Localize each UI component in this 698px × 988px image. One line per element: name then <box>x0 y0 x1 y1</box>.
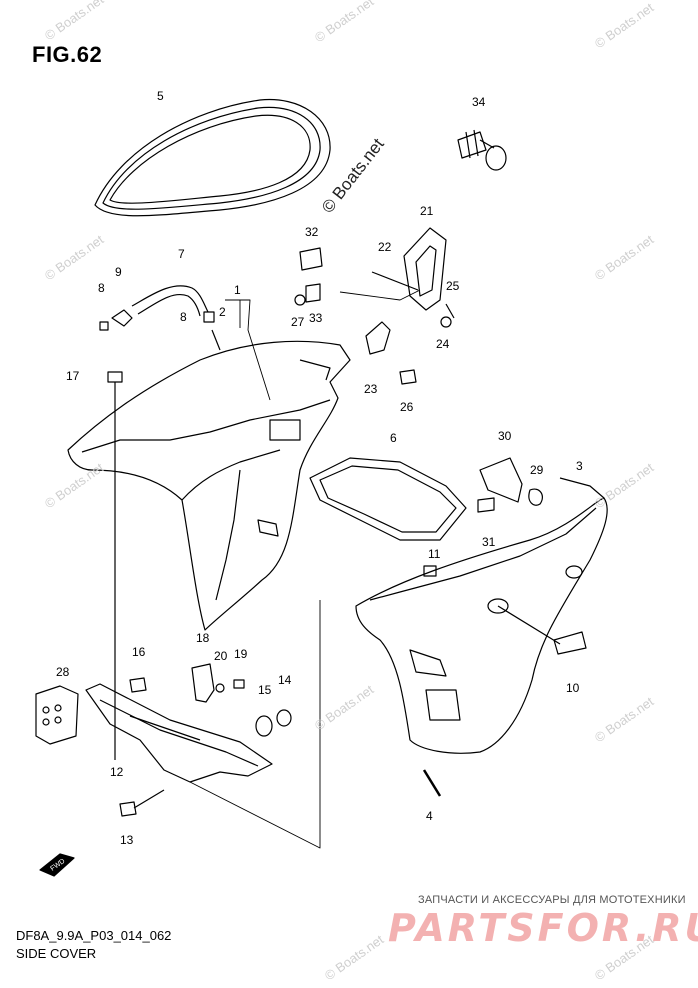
shop-logo: PARTSFOR.RU <box>388 906 698 950</box>
part-29 <box>528 488 543 506</box>
svg-text:33: 33 <box>309 311 323 325</box>
svg-text:15: 15 <box>258 683 272 697</box>
figure-title: FIG.62 <box>32 42 103 67</box>
svg-text:19: 19 <box>234 647 248 661</box>
svg-text:10: 10 <box>566 681 580 695</box>
part-10 <box>553 631 587 655</box>
part-19 <box>233 679 245 689</box>
part-26 <box>399 369 417 385</box>
part-30 <box>479 457 523 503</box>
svg-text:20: 20 <box>214 649 228 663</box>
part-pad-28 <box>35 685 79 745</box>
part-24 <box>440 316 452 328</box>
svg-text:4: 4 <box>426 809 433 823</box>
part-upper-side-cover <box>67 340 351 631</box>
svg-text:29: 29 <box>530 463 544 477</box>
svg-text:6: 6 <box>390 431 397 445</box>
shop-slogan: ЗАПЧАСТИ И АКСЕССУАРЫ ДЛЯ МОТОТЕХНИКИ <box>418 894 686 906</box>
svg-text:25: 25 <box>446 279 460 293</box>
svg-text:34: 34 <box>472 95 486 109</box>
leader-assembly <box>189 600 321 849</box>
fwd-arrow-icon <box>39 853 75 877</box>
svg-text:9: 9 <box>115 265 122 279</box>
svg-text:13: 13 <box>120 833 134 847</box>
part-bolt-4 <box>422 769 442 797</box>
part-screw-8b <box>203 311 215 323</box>
part-15 <box>255 715 273 737</box>
svg-text:30: 30 <box>498 429 512 443</box>
part-grommet <box>457 129 507 171</box>
svg-text:7: 7 <box>178 247 185 261</box>
part-screw-8a <box>99 321 109 331</box>
svg-text:8: 8 <box>98 281 105 295</box>
svg-text:16: 16 <box>132 645 146 659</box>
svg-text:22: 22 <box>378 240 392 254</box>
svg-text:32: 32 <box>305 225 319 239</box>
part-14 <box>276 709 292 727</box>
part-hose <box>131 285 209 317</box>
svg-text:14: 14 <box>278 673 292 687</box>
part-20 <box>215 683 225 693</box>
diagram-code: DF8A_9.9A_P03_014_062 <box>16 928 172 943</box>
part-gasket-6 <box>309 457 467 541</box>
part-11 <box>423 565 437 577</box>
svg-text:1: 1 <box>234 283 241 297</box>
svg-text:8: 8 <box>180 310 187 324</box>
diagram-caption: SIDE COVER <box>16 946 97 961</box>
svg-text:12: 12 <box>110 765 124 779</box>
svg-text:27: 27 <box>291 315 305 329</box>
part-screw-17 <box>107 371 123 383</box>
part-16 <box>129 677 147 693</box>
svg-text:26: 26 <box>400 400 414 414</box>
svg-text:3: 3 <box>576 459 583 473</box>
part-seal-ring <box>94 98 331 217</box>
callout-labels: 5 34 7 9 8 8 1 2 32 27 33 22 21 25 24 23… <box>49 89 583 873</box>
svg-text:11: 11 <box>428 547 441 561</box>
part-bolt-13 <box>119 801 137 817</box>
part-18 <box>191 663 215 703</box>
svg-text:18: 18 <box>196 631 210 645</box>
part-lower-side-cover <box>355 477 608 754</box>
svg-text:24: 24 <box>436 337 450 351</box>
leader-10 <box>497 605 561 645</box>
svg-text:17: 17 <box>66 369 80 383</box>
svg-text:21: 21 <box>420 204 434 218</box>
part-bolt-2 <box>211 329 221 351</box>
part-33 <box>305 283 321 303</box>
svg-text:28: 28 <box>56 665 70 679</box>
part-32 <box>299 247 323 271</box>
part-clip <box>111 309 133 327</box>
svg-text:23: 23 <box>364 382 378 396</box>
part-lower-bracket-12 <box>85 683 273 783</box>
part-23 <box>365 321 391 355</box>
svg-text:5: 5 <box>157 89 164 103</box>
svg-text:31: 31 <box>482 535 496 549</box>
part-25 <box>445 303 455 319</box>
part-31 <box>477 497 495 513</box>
svg-text:2: 2 <box>219 305 226 319</box>
part-27 <box>294 294 306 306</box>
